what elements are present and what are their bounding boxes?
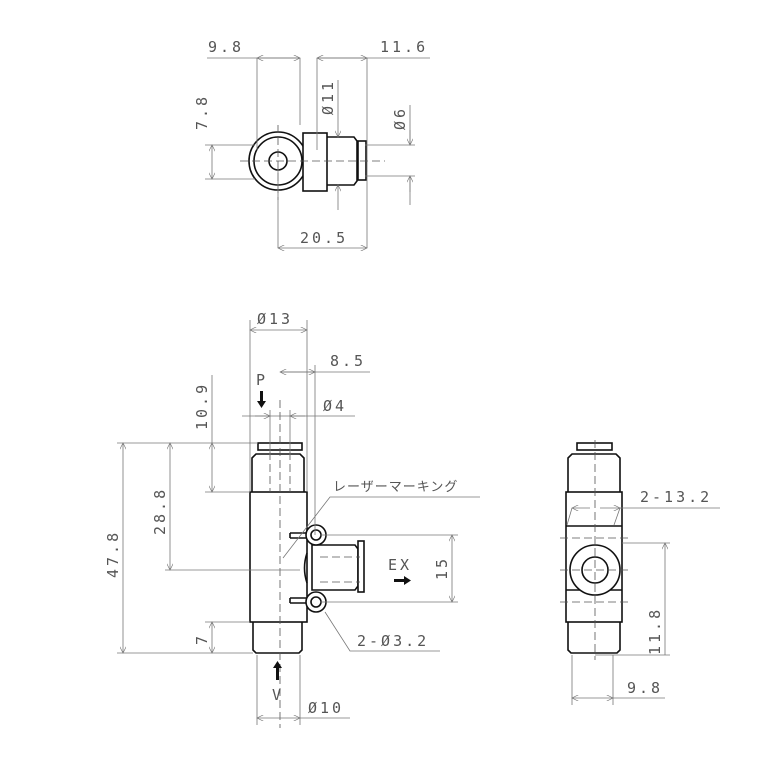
arrow-right-icon (394, 576, 411, 585)
dim-9-8: 9.8 (208, 38, 244, 56)
port-ex-label: EX (388, 556, 412, 574)
top-view: 9.8 11.6 7.8 Ø11 Ø6 20.5 (193, 38, 430, 248)
dim-20-5: 20.5 (300, 229, 348, 247)
dim-7-8: 7.8 (193, 94, 211, 130)
dim-dia-6: Ø6 (391, 106, 409, 130)
dim-dia-4: Ø4 (323, 397, 347, 415)
dim-11-6: 11.6 (380, 38, 428, 56)
arrow-up-icon (273, 661, 282, 680)
dim-dia-11: Ø11 (319, 79, 337, 115)
dim-2-13-2: 2-13.2 (640, 488, 712, 506)
dim-15: 15 (433, 556, 451, 580)
dim-7: 7 (193, 633, 211, 645)
port-p-label: P (256, 371, 268, 389)
laser-marking-note: レーザーマーキング (333, 480, 458, 495)
dim-8-5: 8.5 (330, 352, 366, 370)
dim-11-8: 11.8 (646, 607, 664, 655)
dim-holes: 2-Ø3.2 (357, 632, 429, 650)
dim-dia-13: Ø13 (257, 310, 293, 328)
dim-9-8-side: 9.8 (627, 679, 663, 697)
dim-10-9: 10.9 (193, 382, 211, 430)
arrow-down-icon (257, 391, 266, 408)
port-v-label: V (272, 686, 284, 704)
dim-47-8: 47.8 (104, 530, 122, 578)
front-view: Ø13 8.5 Ø4 10.9 28.8 47.8 7 Ø10 15 P V E… (104, 310, 480, 728)
dim-28-8: 28.8 (151, 487, 169, 535)
dim-dia-10: Ø10 (308, 699, 344, 717)
side-view: 2-13.2 11.8 9.8 (560, 440, 720, 705)
